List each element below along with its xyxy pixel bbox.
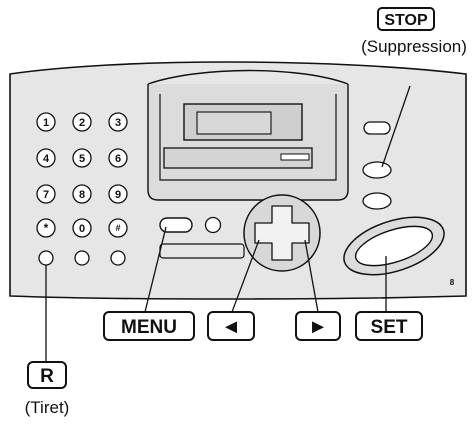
paper-slot — [163, 147, 313, 169]
keypad-key-1[interactable] — [36, 112, 56, 132]
menu-key-label: MENU — [121, 317, 177, 338]
keypad-label-7: 7 — [43, 189, 49, 201]
display-housing — [147, 84, 349, 201]
keypad-label-2: 2 — [79, 117, 85, 129]
left-callout-line — [231, 239, 260, 313]
r-key-label: R — [40, 366, 54, 387]
slot-indicator — [280, 153, 310, 161]
keypad-key-0[interactable] — [72, 218, 92, 238]
keypad-key-6[interactable] — [108, 148, 128, 168]
right-button-top[interactable] — [363, 121, 391, 135]
keypad-key-9[interactable] — [108, 184, 128, 204]
keypad-key-star[interactable] — [36, 218, 56, 238]
set-button[interactable] — [351, 218, 437, 273]
keypad-label-4: 4 — [43, 153, 50, 165]
small-round-button[interactable] — [204, 216, 222, 234]
keypad-label-3: 3 — [115, 117, 121, 129]
keypad-key-hash[interactable] — [108, 218, 128, 238]
right-button-lower[interactable] — [362, 192, 392, 210]
menu-callout-line — [144, 226, 167, 313]
panel-side-mark: 8 — [450, 278, 455, 287]
r-button[interactable] — [38, 250, 54, 266]
keypad-label-5: 5 — [79, 153, 85, 165]
keypad-label-star: * — [44, 221, 49, 235]
right-key-label: ► — [308, 316, 328, 338]
set-key-box — [355, 311, 423, 341]
bottom-button-3[interactable] — [110, 250, 126, 266]
keypad-label-6: 6 — [115, 153, 121, 165]
set-key-label: SET — [371, 317, 408, 338]
callout-lines — [45, 85, 411, 362]
keypad-key-3[interactable] — [108, 112, 128, 132]
keypad-key-8[interactable] — [72, 184, 92, 204]
r-caption: (Tiret) — [25, 398, 70, 417]
keypad-label-8: 8 — [79, 189, 85, 201]
lcd-screen — [196, 111, 272, 135]
right-callout-line — [304, 239, 319, 313]
stop-callout-line — [381, 85, 411, 168]
keypad-label-1: 1 — [43, 117, 49, 129]
stop-key-box — [377, 7, 435, 31]
r-key-box — [27, 361, 67, 389]
stop-key-label: STOP — [384, 12, 428, 29]
right-key-box — [295, 311, 341, 341]
keypad-label-hash: # — [115, 223, 120, 233]
bottom-button-2[interactable] — [74, 250, 90, 266]
keypad-key-2[interactable] — [72, 112, 92, 132]
display-bezel — [159, 94, 337, 181]
keypad: 1 2 3 4 5 6 7 8 9 * 0 # — [36, 112, 128, 238]
keypad-label-9: 9 — [115, 189, 121, 201]
left-key-box — [207, 311, 255, 341]
stop-button[interactable] — [362, 161, 392, 179]
keypad-key-4[interactable] — [36, 148, 56, 168]
keypad-key-7[interactable] — [36, 184, 56, 204]
nav-cross[interactable] — [254, 205, 310, 261]
keypad-key-5[interactable] — [72, 148, 92, 168]
keypad-label-0: 0 — [79, 223, 85, 235]
stop-caption: (Suppression) — [361, 37, 467, 56]
left-key-label: ◄ — [221, 316, 241, 338]
display-housing-top — [147, 69, 349, 85]
menu-button[interactable] — [159, 217, 193, 233]
menu-key-box — [103, 311, 195, 341]
